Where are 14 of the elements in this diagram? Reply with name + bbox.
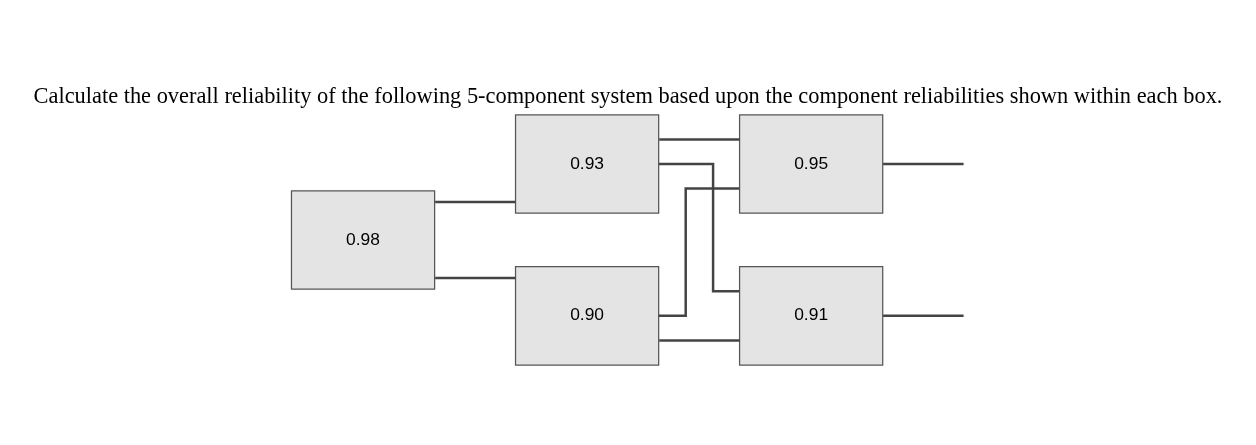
connector	[435, 200, 516, 204]
connector	[658, 162, 740, 293]
node-box: 0.95	[738, 114, 884, 214]
node-box: 0.93	[514, 114, 660, 214]
connector	[883, 314, 964, 318]
connector	[659, 138, 740, 141]
node-box: 0.91	[738, 266, 884, 366]
connector	[658, 187, 740, 318]
node-box: 0.98	[290, 190, 436, 290]
diagram-title: Calculate the overall reliability of the following 5-component system based upon the component reliabilities shown within each box.	[33, 82, 1223, 108]
connector	[435, 276, 516, 280]
node-box: 0.90	[514, 266, 660, 366]
connector	[883, 162, 964, 166]
connector	[659, 339, 740, 342]
